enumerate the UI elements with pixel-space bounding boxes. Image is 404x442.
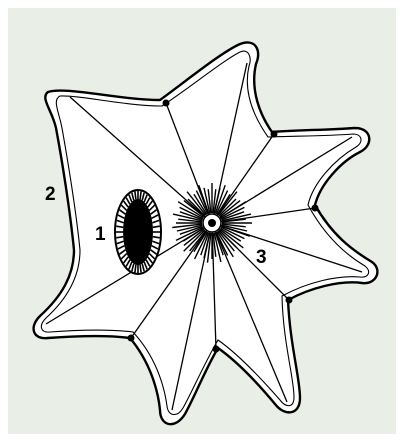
nuclear-pore-tick	[116, 237, 123, 238]
nuclear-pore-tick	[116, 226, 123, 227]
attachment-dot	[163, 100, 170, 107]
attachment-dot	[312, 205, 319, 212]
attachment-dot	[286, 297, 293, 304]
attachment-dot	[271, 131, 278, 138]
label-centrosome: 3	[256, 247, 267, 268]
label-cell-membrane: 2	[45, 184, 56, 205]
nuclear-pore-tick	[135, 191, 136, 199]
nucleus-core	[123, 199, 153, 265]
centriole-dot	[208, 219, 216, 227]
nuclear-pore-tick	[140, 191, 141, 199]
nuclear-pore-tick	[135, 265, 136, 273]
nuclear-pore-tick	[153, 226, 160, 227]
nuclear-pore-tick	[140, 265, 141, 273]
attachment-dot	[128, 335, 135, 342]
nucleus	[115, 190, 161, 274]
label-nucleus: 1	[95, 224, 106, 245]
attachment-dot	[213, 346, 220, 353]
nuclear-pore-tick	[153, 237, 160, 238]
